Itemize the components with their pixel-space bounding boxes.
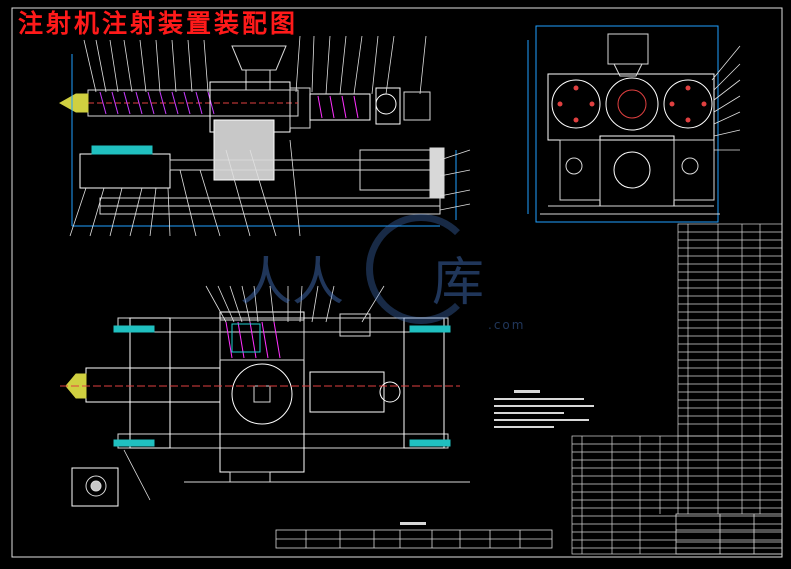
- parts-list-lower: [571, 435, 783, 555]
- watermark-logo-icon: [366, 214, 476, 324]
- watermark-url: .com: [488, 318, 526, 332]
- top-view-leaders: [123, 285, 385, 501]
- drawing-title: 注射机注射装置装配图: [18, 9, 299, 38]
- top-plan-view: [60, 311, 470, 483]
- end-view-leaders: [711, 45, 741, 151]
- side-section-view: [58, 45, 457, 227]
- detail-view: [71, 467, 119, 507]
- end-view: [527, 25, 720, 223]
- parameter-table: [275, 522, 553, 549]
- technical-notes: [494, 390, 594, 428]
- parts-list-upper: [677, 223, 783, 437]
- title-block: [675, 513, 783, 555]
- watermark-text-right: 库: [432, 253, 485, 313]
- watermark-text-left: 人人: [240, 253, 345, 313]
- side-view-leaders: [69, 35, 471, 237]
